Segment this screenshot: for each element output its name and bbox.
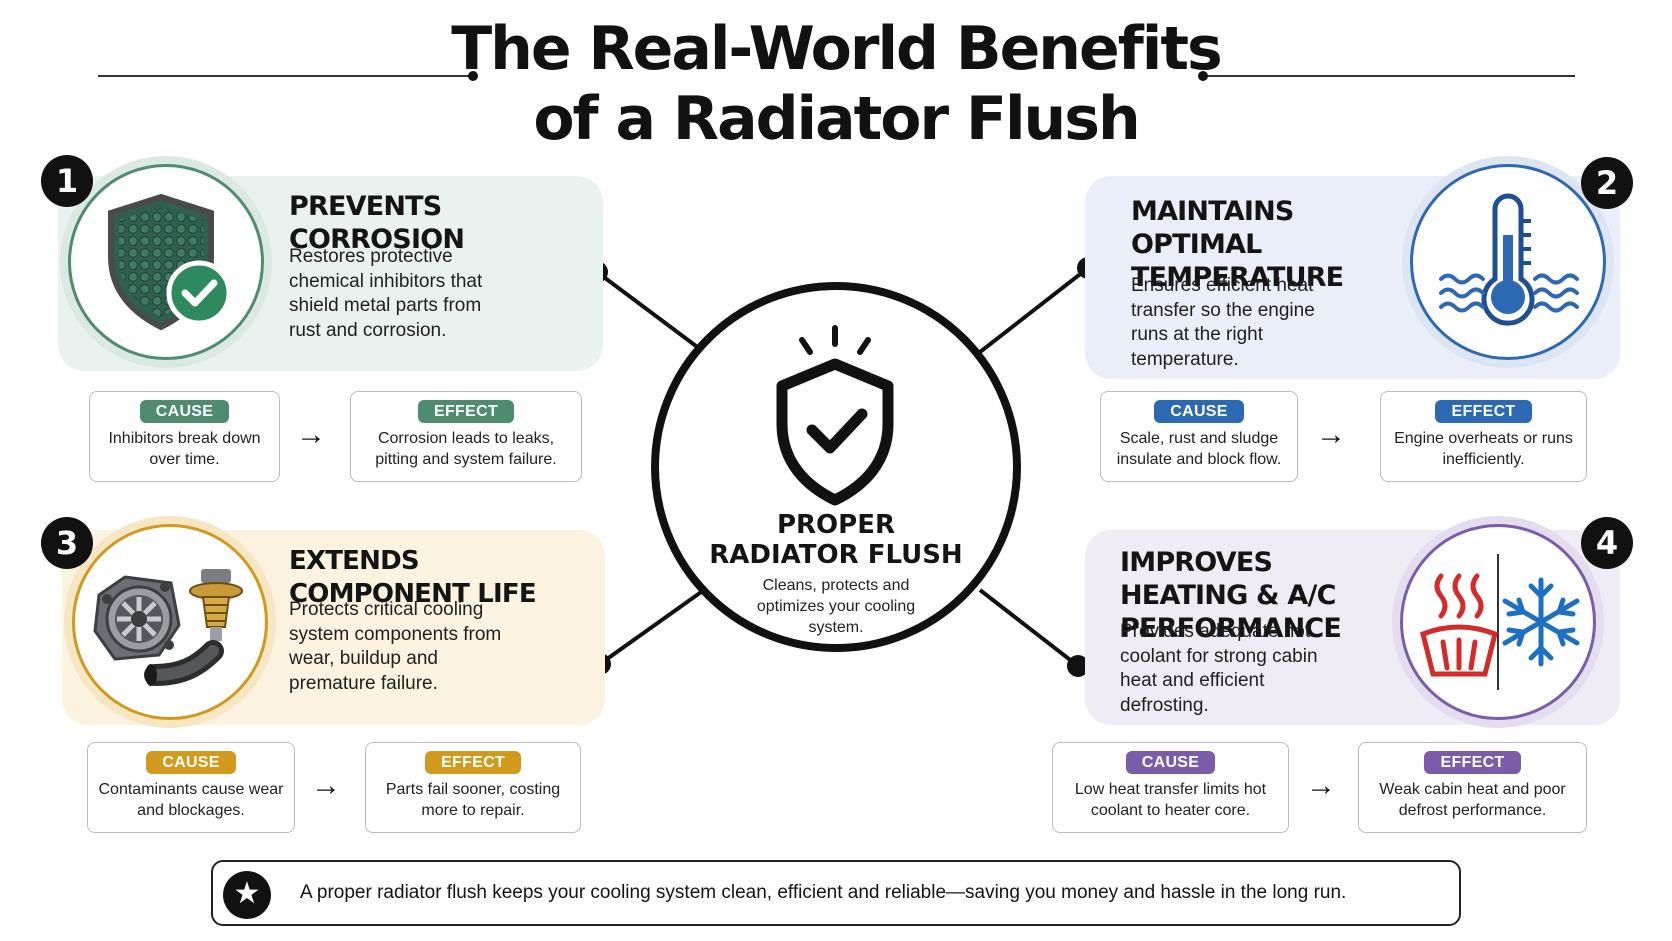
center-title-line2: RADIATOR FLUSH <box>709 540 963 570</box>
benefit-3-effect-text: Parts fail sooner, costing more to repai… <box>385 781 561 819</box>
center-shield-icon <box>776 325 894 506</box>
benefit-2-arrow-icon: → <box>1316 418 1346 451</box>
benefit-2-icon-circle <box>1410 164 1606 360</box>
benefit-2-effect-label: EFFECT <box>1435 400 1532 423</box>
center-circle <box>651 282 1021 652</box>
benefit-3-icon-circle <box>72 524 268 720</box>
benefit-4-heading: IMPROVES HEATING & A/C PERFORMANCE <box>1120 547 1342 644</box>
benefit-2-effect-text: Engine overheats or runs inefficiently. <box>1394 430 1573 468</box>
star-icon: ★ <box>223 871 271 919</box>
benefit-2-cause-text: Scale, rust and sludge insulate and bloc… <box>1116 430 1282 468</box>
thermometer-icon <box>1439 193 1579 326</box>
benefit-1-effect-box: EFFECT Corrosion leads to leaks, pitting… <box>350 391 582 482</box>
benefit-1-cause-text: Inhibitors break down over time. <box>108 430 261 468</box>
benefit-2-cause-box: CAUSE Scale, rust and sludge insulate an… <box>1100 391 1298 482</box>
benefit-3-body: Protects critical cooling system compone… <box>289 599 502 694</box>
engine-parts-icon <box>93 569 243 686</box>
benefit-3-number: 3 <box>41 517 93 569</box>
benefit-3-cause-label: CAUSE <box>146 751 236 774</box>
benefit-3-effect-label: EFFECT <box>424 751 522 774</box>
benefit-1-number: 1 <box>41 155 93 207</box>
title-rule-right <box>1205 75 1575 77</box>
title-rule-right-dot <box>1198 71 1208 81</box>
benefit-1-cause-label: CAUSE <box>139 400 230 423</box>
title-rule-left-dot <box>468 71 478 81</box>
benefit-4-body: Provides adequate hot coolant for strong… <box>1120 621 1318 716</box>
heat-snowflake-icon <box>1420 554 1580 690</box>
benefit-1-effect-text: Corrosion leads to leaks, pitting and sy… <box>375 430 557 468</box>
title-rule-left <box>98 75 473 77</box>
shield-check-icon <box>108 193 232 331</box>
footer-text: A proper radiator flush keeps your cooli… <box>300 882 1347 903</box>
page-title-line1: The Real-World Benefits <box>451 14 1223 84</box>
benefit-3-cause-text: Contaminants cause wear and blockages. <box>98 781 284 819</box>
page-title-line2: of a Radiator Flush <box>533 84 1140 154</box>
benefit-1-body: Restores protective chemical inhibitors … <box>289 246 483 341</box>
benefit-4-icon-circle <box>1400 524 1596 720</box>
connector-4-dot <box>1067 655 1089 677</box>
benefit-4-effect-box: EFFECT Weak cabin heat and poor defrost … <box>1358 742 1587 833</box>
benefit-3-effect-box: EFFECT Parts fail sooner, costing more t… <box>365 742 581 833</box>
connector-1 <box>595 270 706 354</box>
connector-2 <box>978 266 1090 354</box>
benefit-4-effect-text: Weak cabin heat and poor defrost perform… <box>1379 781 1566 819</box>
benefit-2-body: Ensures efficient heat transfer so the e… <box>1131 275 1315 370</box>
benefit-1-cause-box: CAUSE Inhibitors break down over time. <box>89 391 280 482</box>
benefit-4-cause-text: Low heat transfer limits hot coolant to … <box>1074 781 1267 819</box>
benefit-4-arrow-icon: → <box>1306 769 1336 802</box>
center-title-line1: PROPER <box>776 510 895 540</box>
benefit-4-effect-label: EFFECT <box>1424 751 1521 774</box>
benefit-1-arrow-icon: → <box>296 418 326 451</box>
benefit-3-cause-box: CAUSE Contaminants cause wear and blocka… <box>87 742 295 833</box>
benefit-4-cause-box: CAUSE Low heat transfer limits hot coola… <box>1052 742 1289 833</box>
connector-4 <box>978 588 1080 668</box>
benefit-2-heading: MAINTAINS OPTIMAL TEMPERATURE <box>1131 196 1344 293</box>
benefit-1-heading: PREVENTS CORROSION <box>289 191 465 255</box>
benefit-1-effect-label: EFFECT <box>417 400 515 423</box>
benefit-4-number: 4 <box>1581 517 1633 569</box>
benefit-2-effect-box: EFFECT Engine overheats or runs ineffici… <box>1380 391 1587 482</box>
connector-3 <box>598 588 706 666</box>
benefit-3-arrow-icon: → <box>311 769 341 802</box>
benefit-4-cause-label: CAUSE <box>1125 751 1216 774</box>
page-title: The Real-World Benefits of a Radiator Fl… <box>0 14 1672 154</box>
benefit-2-cause-label: CAUSE <box>1154 400 1244 423</box>
footer-banner <box>211 860 1461 926</box>
center-subtitle: Cleans, protects and optimizes your cool… <box>756 577 916 636</box>
center-title: PROPER RADIATOR FLUSH <box>651 510 1021 570</box>
benefit-3-heading: EXTENDS COMPONENT LIFE <box>289 546 537 609</box>
benefit-2-number: 2 <box>1581 157 1633 209</box>
benefit-1-icon-circle <box>68 164 264 360</box>
